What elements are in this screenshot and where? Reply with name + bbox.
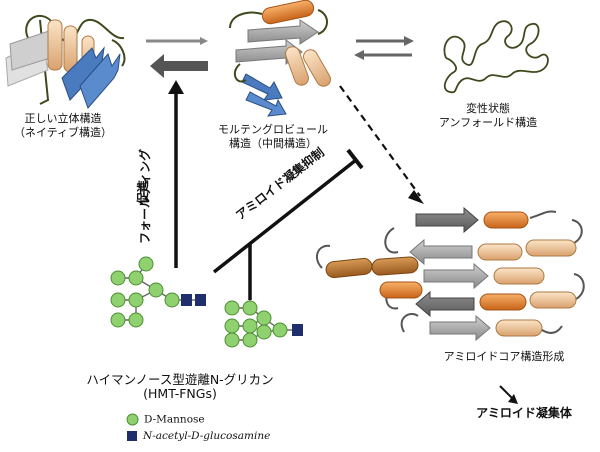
molten-helix-1 — [285, 46, 309, 86]
amyloid-core-label: アミロイドコア構造形成 — [443, 350, 565, 363]
molten-helix-2 — [303, 49, 331, 87]
molten-label-line2: 構造（中間構造） — [229, 137, 317, 150]
denatured-label: 変性状態 アンフォールド構造 — [426, 102, 550, 130]
legend-mannose-label: D-Mannose — [144, 413, 205, 426]
legend-mannose: D-Mannose — [126, 413, 205, 426]
inhibition-line — [212, 158, 358, 274]
equilibrium-molten-denatured — [354, 36, 414, 60]
molten-label: モルテングロビュール 構造（中間構造） — [200, 123, 346, 151]
native-structure — [5, 15, 126, 109]
folding-label-line2: 促進 — [136, 180, 150, 205]
glycan-label-line2: (HMT-FNGs) — [143, 386, 217, 401]
glycan-small — [224, 300, 303, 348]
denatured-label-line1: 変性状態 — [466, 102, 510, 115]
denatured-label-line2: アンフォールド構造 — [438, 116, 538, 129]
molten-helix-top — [261, 0, 315, 25]
native-label: 正しい立体構造 （ネイティブ構造） — [8, 112, 118, 140]
mannose-circle-icon — [126, 413, 139, 426]
molten-globule-structure — [229, 0, 331, 117]
glycan-large — [110, 256, 206, 328]
glycan-label-line1: ハイマンノース型遊離N-グリカン — [86, 372, 274, 387]
native-label-line2: （ネイティブ構造） — [13, 126, 113, 139]
legend-glcnac-label: N-acetyl-D-glucosamine — [143, 430, 271, 442]
native-helix-1 — [47, 19, 63, 71]
native-label-line1: 正しい立体構造 — [24, 112, 102, 125]
glcnac-square-icon — [127, 431, 137, 441]
glycan-label: ハイマンノース型遊離N-グリカン (HMT-FNGs) — [60, 373, 300, 401]
denatured-coil — [443, 20, 549, 94]
amyloid-pathway-arrow — [339, 85, 421, 197]
amyloid-aggregate-label: アミロイド凝集体 — [476, 406, 572, 420]
molten-label-line1: モルテングロビュール — [218, 123, 328, 136]
equilibrium-native-molten — [146, 37, 208, 78]
legend-glcnac: N-acetyl-D-glucosamine — [126, 430, 270, 442]
amyloid-core-structure — [315, 206, 585, 342]
